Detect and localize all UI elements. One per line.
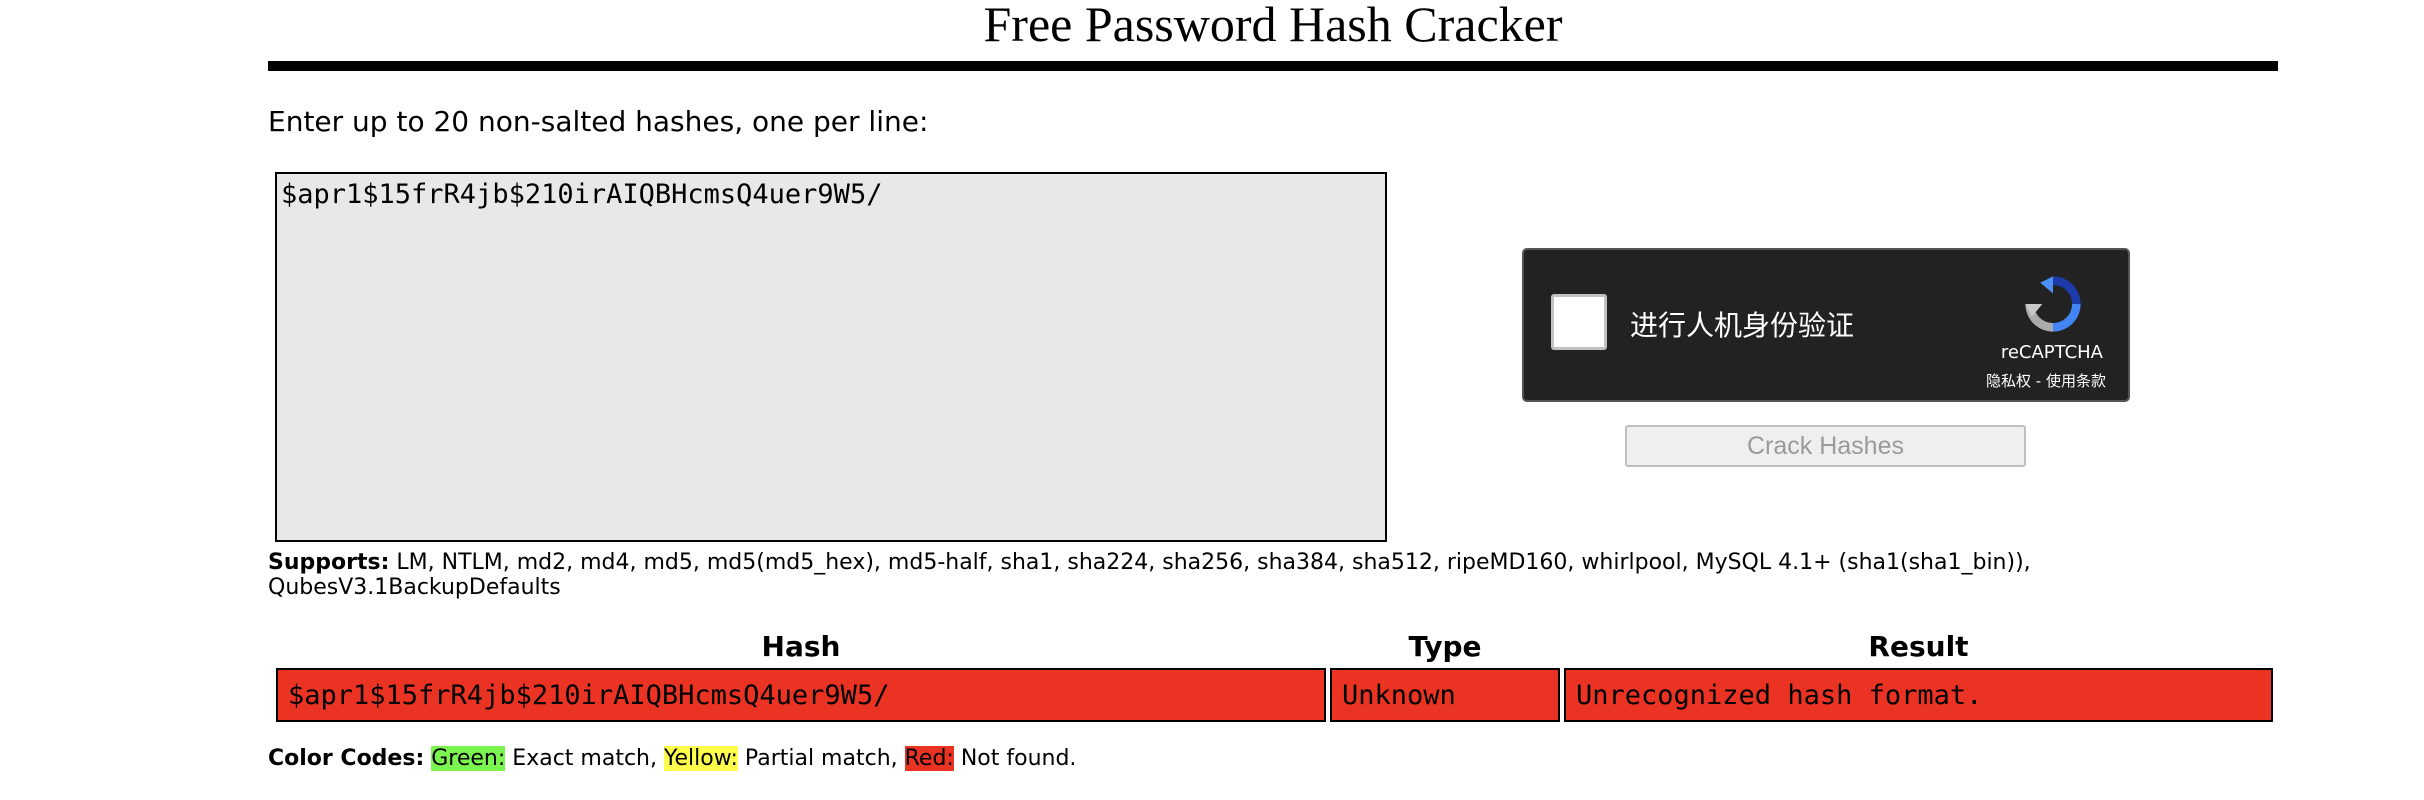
- legend-red-text: Not found.: [953, 746, 1077, 771]
- recaptcha-widget: 进行人机身份验证 reCAPTCHA 隐私权 - 使用条款: [1522, 248, 2130, 402]
- recaptcha-terms-link[interactable]: 使用条款: [2045, 372, 2106, 390]
- recaptcha-checkbox[interactable]: [1551, 294, 1607, 350]
- color-codes-legend: Color Codes: Green: Exact match, Yellow:…: [268, 746, 1076, 771]
- title-divider: [268, 61, 2278, 71]
- recaptcha-logo-icon: [2025, 276, 2081, 332]
- table-row: $apr1$15frR4jb$210irAIQBHcmsQ4uer9W5/ Un…: [276, 668, 2273, 722]
- legend-green-swatch: Green:: [431, 746, 506, 771]
- column-header-type: Type: [1408, 629, 1482, 663]
- page-title: Free Password Hash Cracker: [983, 0, 1563, 52]
- crack-hashes-button[interactable]: Crack Hashes: [1625, 425, 2026, 467]
- recaptcha-links-separator: -: [2031, 372, 2046, 390]
- column-header-result: Result: [1868, 629, 1969, 663]
- recaptcha-privacy-link[interactable]: 隐私权: [1986, 372, 2032, 390]
- legend-green-text: Exact match,: [505, 746, 664, 771]
- supports-text: Supports: LM, NTLM, md2, md4, md5, md5(m…: [268, 550, 2278, 600]
- instructions-text: Enter up to 20 non-salted hashes, one pe…: [268, 105, 929, 138]
- recaptcha-label: 进行人机身份验证: [1630, 309, 1855, 342]
- recaptcha-brand: reCAPTCHA: [2000, 342, 2103, 363]
- supports-list: LM, NTLM, md2, md4, md5, md5(md5_hex), m…: [268, 550, 2031, 600]
- legend-red-swatch: Red:: [904, 746, 954, 771]
- legend-yellow-swatch: Yellow:: [663, 746, 738, 771]
- result-hash-cell: $apr1$15frR4jb$210irAIQBHcmsQ4uer9W5/: [276, 668, 1326, 722]
- result-status-cell: Unrecognized hash format.: [1564, 668, 2273, 722]
- hashes-input[interactable]: [275, 172, 1387, 542]
- column-header-hash: Hash: [761, 629, 841, 663]
- supports-label: Supports:: [268, 550, 390, 575]
- legend-yellow-text: Partial match,: [737, 746, 905, 771]
- results-table: Hash Type Result $apr1$15frR4jb$210irAIQ…: [272, 624, 2277, 726]
- result-type-cell: Unknown: [1330, 668, 1560, 722]
- page-container: Free Password Hash Cracker Enter up to 2…: [268, 0, 2278, 800]
- color-codes-label: Color Codes:: [268, 746, 425, 771]
- recaptcha-links: 隐私权 - 使用条款: [1986, 370, 2106, 391]
